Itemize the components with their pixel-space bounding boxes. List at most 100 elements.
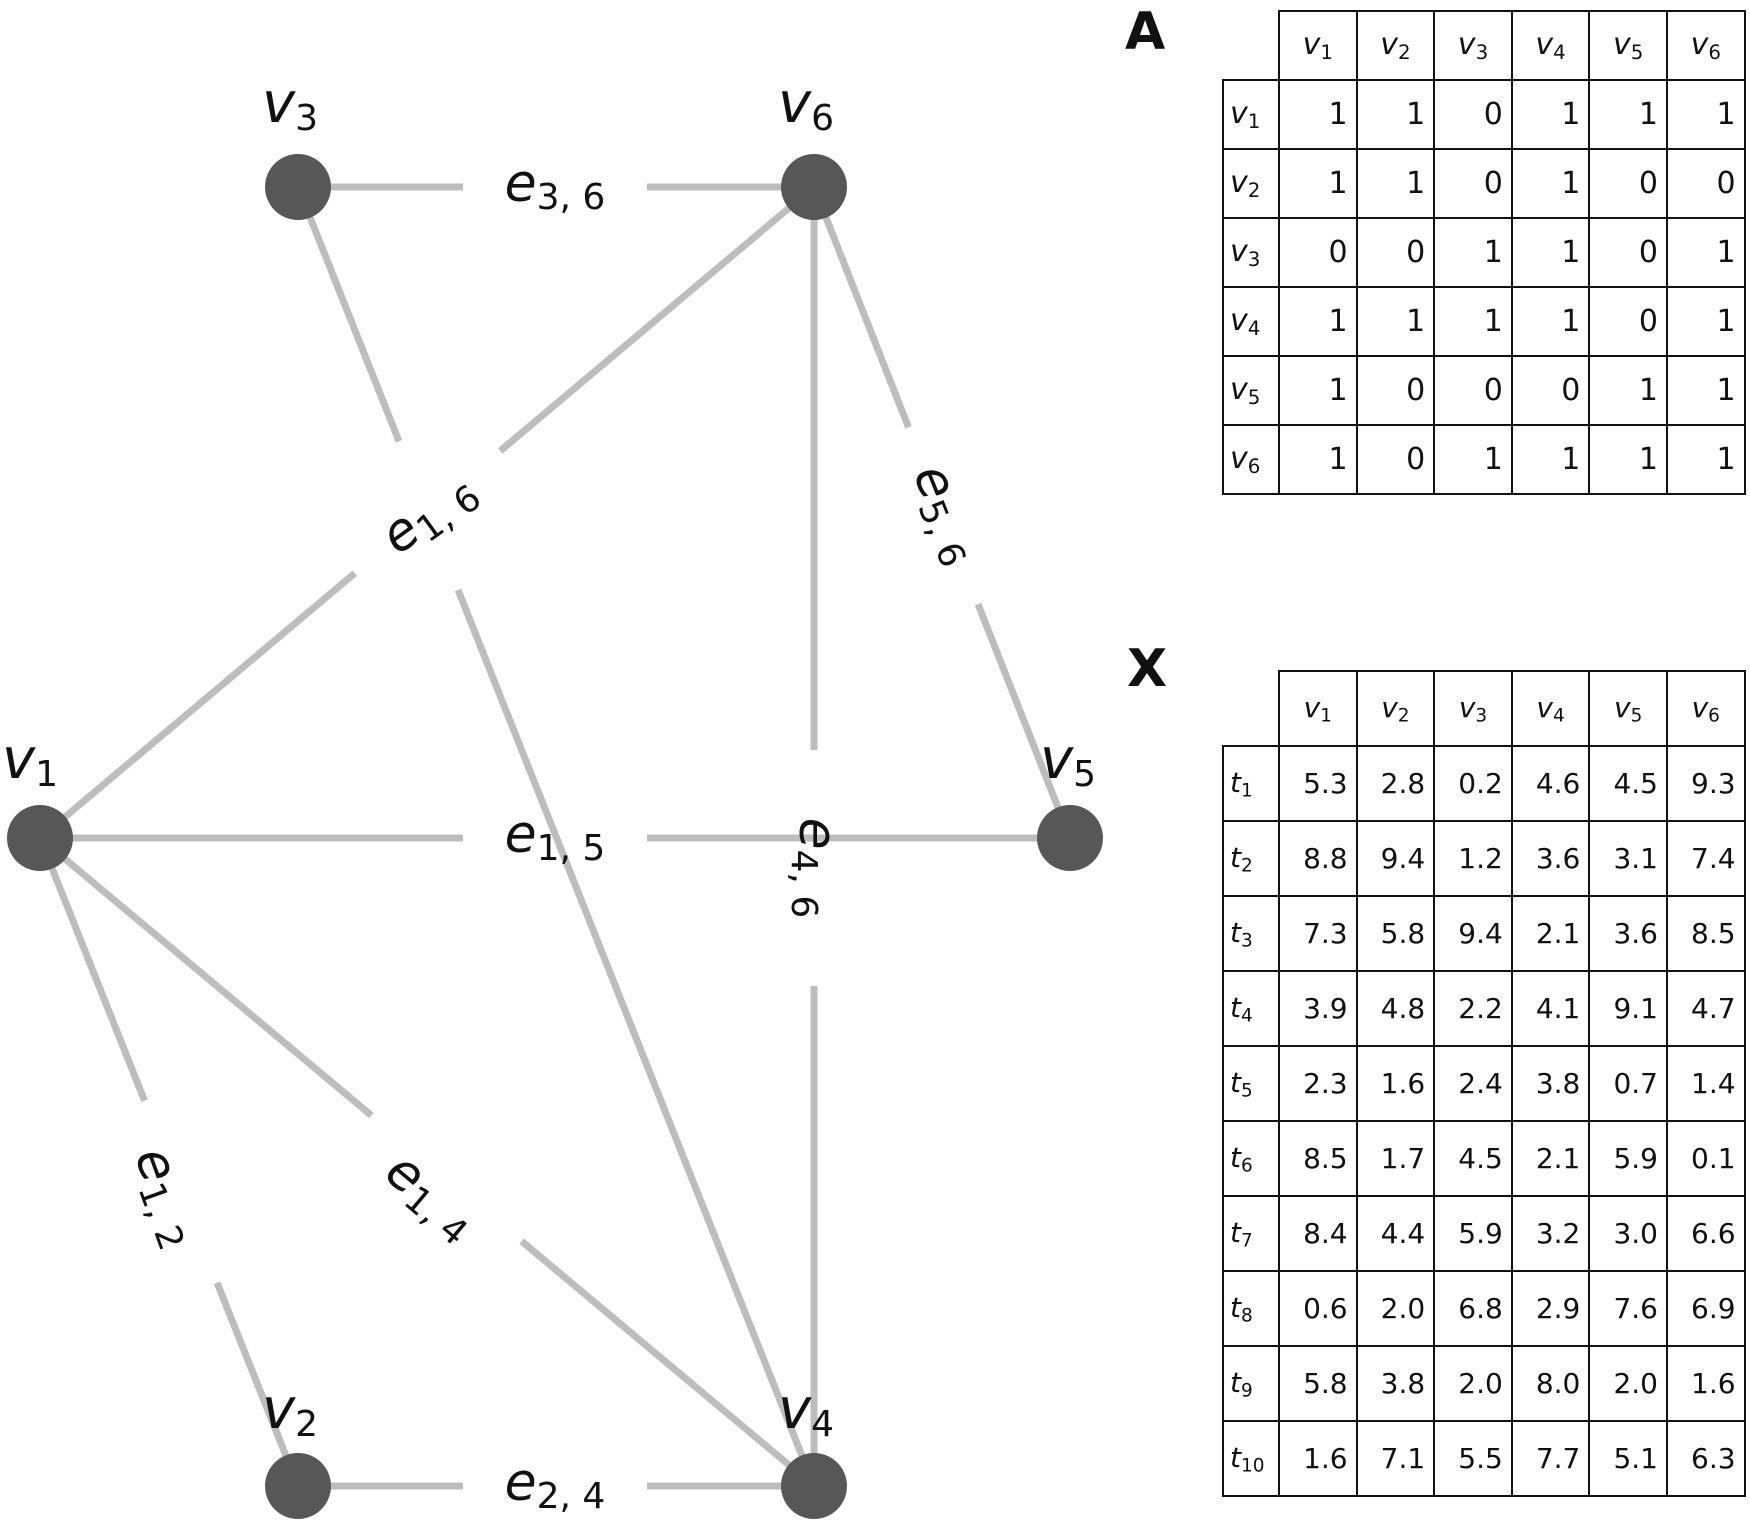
matrix-a-row-header: v1 — [1222, 79, 1280, 150]
matrix-x-cell: 3.6 — [1510, 820, 1591, 897]
matrix-x-cell: 4.5 — [1588, 745, 1668, 822]
matrix-a-cell: 1 — [1665, 424, 1746, 495]
header-letter: v — [1303, 690, 1321, 724]
edge-v1-v2-segment-b — [213, 1281, 302, 1488]
edge-label-subscript: 2, 4 — [537, 1476, 606, 1517]
matrix-x-column-header: v4 — [1510, 670, 1591, 747]
header-letter: v — [1614, 690, 1631, 724]
matrix-a-cell: 1 — [1510, 286, 1591, 357]
header-letter: t — [1230, 990, 1241, 1024]
edge-v1-v4-segment-a — [37, 835, 374, 1119]
matrix-x-cell: 1.4 — [1665, 1045, 1746, 1122]
matrix-x-column-header: v3 — [1433, 670, 1513, 747]
matrix-a-cell: 0 — [1588, 217, 1668, 288]
matrix-a-cell: 1 — [1665, 79, 1746, 150]
header-subscript: 6 — [1247, 454, 1261, 478]
graph-edges — [36, 183, 1074, 1490]
edge-label-v1-v4: e1, 4 — [372, 1140, 490, 1254]
matrix-x-cell: 2.1 — [1510, 1120, 1591, 1197]
matrix-x-cell: 0.2 — [1433, 745, 1513, 822]
matrix-a-cell: 0 — [1433, 79, 1513, 150]
edge-label-v2-v4: e2, 4 — [505, 1453, 606, 1517]
edge-v1-v2-segment-a — [36, 836, 148, 1102]
node-label-letter: v — [2, 727, 36, 792]
edge-label-letter: e — [505, 1453, 537, 1513]
matrix-x-cell: 4.8 — [1355, 970, 1436, 1047]
matrix-a-cell: 0 — [1433, 148, 1513, 219]
matrix-x-cell: 6.6 — [1665, 1195, 1746, 1272]
header-letter: v — [1230, 372, 1248, 408]
matrix-a-cell: 1 — [1355, 148, 1436, 219]
edge-label-subscript: 5, 6 — [909, 494, 973, 573]
node-label-v1: v1 — [2, 727, 58, 795]
matrix-x-cell: 3.8 — [1355, 1345, 1436, 1422]
matrix-a-column-header: v3 — [1433, 10, 1513, 81]
matrix-x-cell: 3.9 — [1278, 970, 1358, 1047]
matrix-x-cell: 0.7 — [1588, 1045, 1668, 1122]
node-label-v4: v4 — [778, 1377, 834, 1445]
header-letter: t — [1230, 1290, 1241, 1324]
matrix-x-row-header: t2 — [1222, 820, 1280, 897]
header-subscript: 2 — [1240, 855, 1253, 877]
matrix-x-cell: 3.1 — [1588, 820, 1668, 897]
header-letter: v — [1230, 165, 1248, 201]
header-subscript: 7 — [1240, 1230, 1253, 1252]
matrix-a-cell: 0 — [1588, 286, 1668, 357]
header-letter: v — [1536, 690, 1553, 724]
matrix-a-cell: 1 — [1355, 286, 1436, 357]
header-subscript: 3 — [1240, 930, 1253, 952]
matrix-a-cell: 1 — [1433, 217, 1513, 288]
matrix-x-cell: 7.4 — [1665, 820, 1746, 897]
matrix-a-cell: 0 — [1355, 424, 1436, 495]
matrix-x-cell: 4.5 — [1433, 1120, 1513, 1197]
edge-label-subscript: 1, 5 — [537, 828, 606, 869]
matrix-x-cell: 0.1 — [1665, 1120, 1746, 1197]
matrix-x-row-header: t3 — [1222, 895, 1280, 972]
matrix-x-column-header: v2 — [1355, 670, 1436, 747]
node-v5 — [1037, 805, 1103, 871]
matrix-a-cell: 1 — [1665, 286, 1746, 357]
node-label-letter: v — [262, 1377, 296, 1442]
header-letter: t — [1230, 1440, 1241, 1474]
header-subscript: 5 — [1630, 40, 1644, 64]
edge-label-v4-v6: e4, 6 — [783, 818, 847, 919]
matrix-x-cell: 4.1 — [1510, 970, 1591, 1047]
matrix-x-cell: 9.4 — [1355, 820, 1436, 897]
matrix-x-cell: 3.0 — [1588, 1195, 1668, 1272]
graph-nodes — [7, 154, 1103, 1519]
matrix-x-cell: 3.2 — [1510, 1195, 1591, 1272]
matrix-a-cell: 0 — [1355, 217, 1436, 288]
edge-label-subscript: 4, 6 — [783, 850, 824, 919]
matrix-x-cell: 4.4 — [1355, 1195, 1436, 1272]
node-label-subscript: 3 — [295, 98, 318, 139]
node-v1 — [7, 805, 73, 871]
header-subscript: 4 — [1240, 1005, 1253, 1027]
matrix-x-cell: 2.0 — [1355, 1270, 1436, 1347]
edge-v5-v6-segment-b — [810, 185, 912, 429]
header-subscript: 4 — [1553, 40, 1566, 64]
matrix-x-cell: 1.6 — [1278, 1420, 1358, 1497]
matrix-a-row-header: v6 — [1222, 424, 1280, 495]
matrix-x-title: X — [1127, 639, 1168, 699]
matrix-a-cell: 1 — [1510, 148, 1591, 219]
matrix-x-corner-cell — [1223, 671, 1280, 747]
matrix-x-cell: 2.2 — [1433, 970, 1513, 1047]
matrix-a-row-header: v3 — [1222, 217, 1280, 288]
header-letter: v — [1612, 27, 1631, 63]
matrix-a-row-header: v5 — [1222, 355, 1280, 426]
matrix-x-cell: 1.6 — [1665, 1345, 1746, 1422]
header-letter: v — [1691, 690, 1709, 724]
matrix-x-cell: 7.6 — [1588, 1270, 1668, 1347]
